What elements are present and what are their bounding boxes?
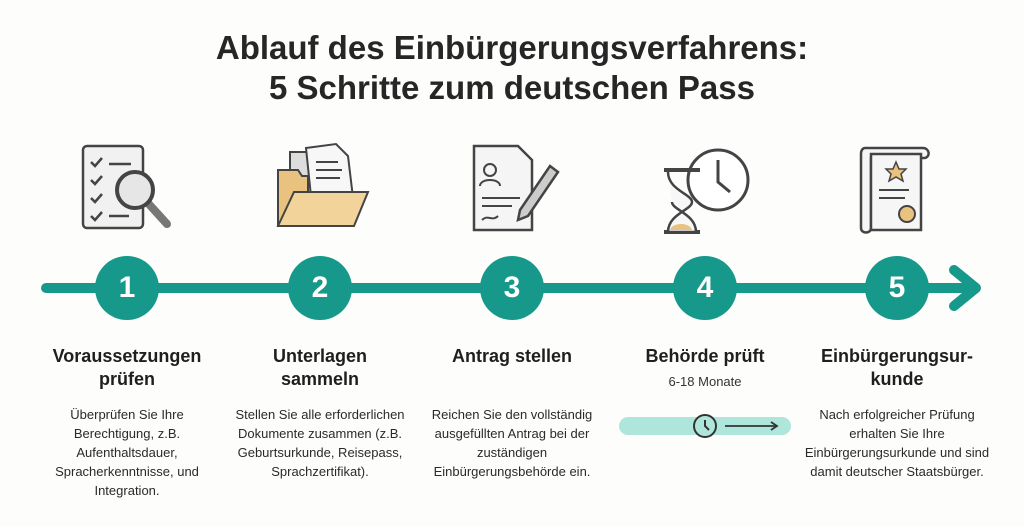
step-4: Behörde prüft 6-18 Monate (610, 345, 800, 389)
duration-bar (619, 414, 791, 438)
step-number-1: 1 (95, 256, 159, 320)
title-line-1: Ablauf des Einbürgerungsverfahrens: (215, 29, 809, 66)
clock-icon (693, 414, 717, 438)
folder-documents-icon (276, 142, 370, 227)
step-title: Antrag stellen (451, 346, 573, 366)
page-title: Ablauf des Einbürgerungsverfahrens: 5 Sc… (0, 28, 1024, 108)
form-pen-icon (472, 144, 560, 232)
step-duration: 6-18 Monate (668, 374, 742, 389)
step-title: Einbürgerungsur-kunde (821, 346, 973, 389)
step-description: Stellen Sie alle erforderlichen Dokument… (235, 407, 405, 479)
step-3: Antrag stellen Reichen Sie den vollständ… (425, 345, 599, 481)
hourglass-clock-icon (664, 148, 750, 234)
checklist-magnifier-icon (81, 144, 171, 230)
step-number-4: 4 (673, 256, 737, 320)
step-description: Überprüfen Sie Ihre Berechtigung, z.B. A… (55, 407, 199, 498)
step-5: Einbürgerungsur-kunde Nach erfolgreicher… (802, 345, 992, 481)
step-description: Reichen Sie den vollständig ausgefüllten… (431, 407, 593, 479)
step-title: Behörde prüft (645, 346, 765, 366)
step-number-3: 3 (480, 256, 544, 320)
title-line-2: 5 Schritte zum deutschen Pass (269, 69, 755, 106)
step-number-2: 2 (288, 256, 352, 320)
certificate-icon (859, 146, 930, 234)
step-description: Nach erfolgreicher Prüfung erhalten Sie … (804, 407, 990, 479)
arrow-right-icon (725, 421, 779, 431)
step-number-5: 5 (865, 256, 929, 320)
